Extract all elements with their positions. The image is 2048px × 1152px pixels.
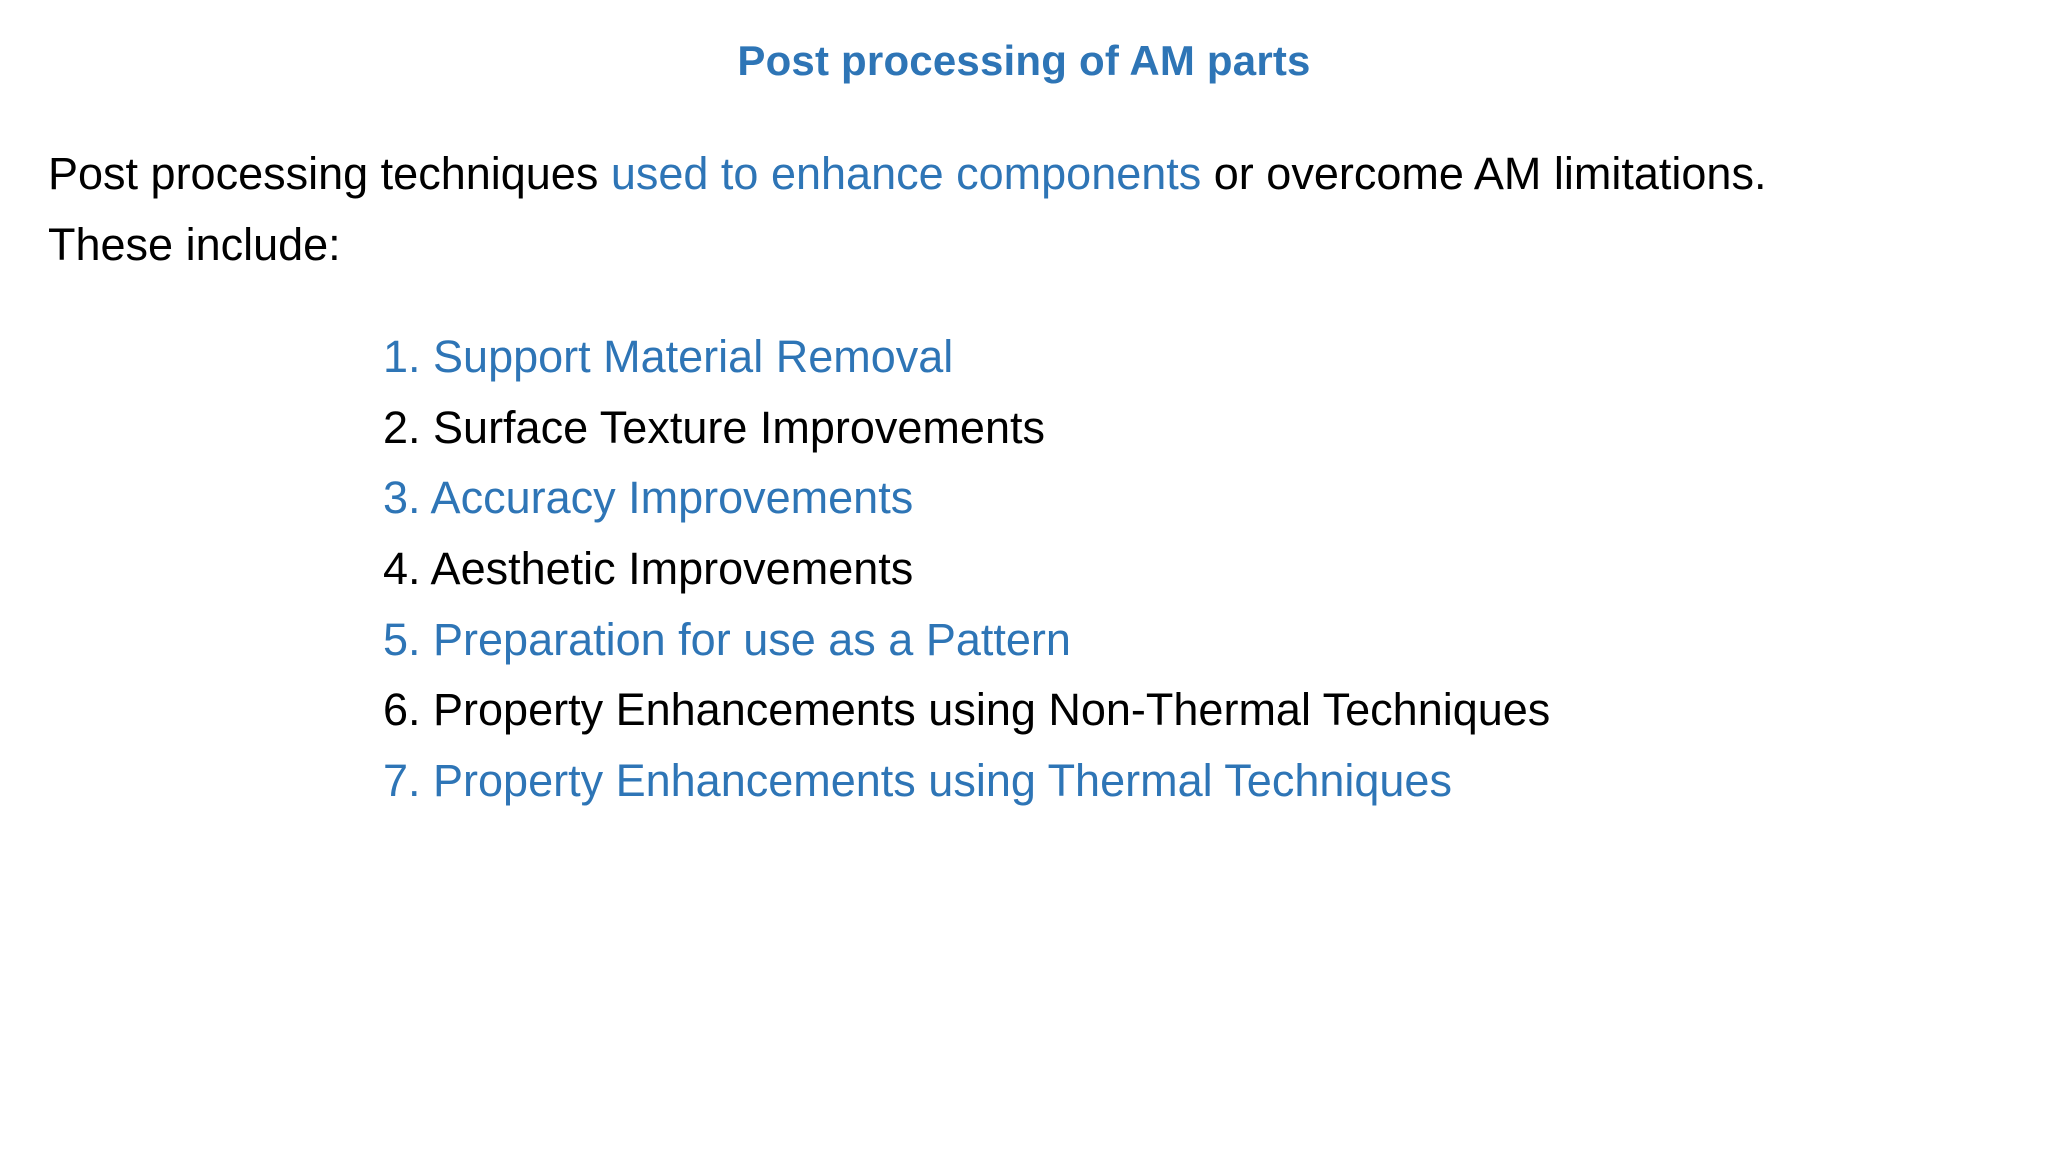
body-line-2-text: These include: [48, 219, 341, 271]
list-item-3: 3. Accuracy Improvements [383, 472, 914, 524]
body-line-1-segment-leading: Post processing techniques [48, 148, 611, 199]
body-text-block: Post processing techniques used to enhan… [48, 138, 2018, 280]
slide-title: Post processing of AM parts [737, 37, 1311, 84]
body-line-1-segment-accent: used to enhance components [610, 148, 1202, 199]
body-line-2: These include: [48, 209, 2018, 280]
body-line-1: Post processing techniques used to enhan… [48, 138, 2018, 209]
list-item-5: 5. Preparation for use as a Pattern [383, 613, 1071, 665]
list-item-1: 1. Support Material Removal [383, 331, 954, 382]
list-item-4: 4. Aesthetic Improvements [383, 542, 914, 594]
list-item-6: 6. Property Enhancements using Non-Therm… [383, 684, 1551, 736]
list-item-2: 2. Surface Texture Improvements [383, 401, 1045, 453]
body-line-1-segment-trailing: or overcome AM limitations. [1201, 148, 1767, 199]
list-item-7: 7. Property Enhancements using Thermal T… [383, 754, 1452, 806]
numbered-list: 1. Support Material Removal 2. Surface T… [383, 322, 1983, 816]
